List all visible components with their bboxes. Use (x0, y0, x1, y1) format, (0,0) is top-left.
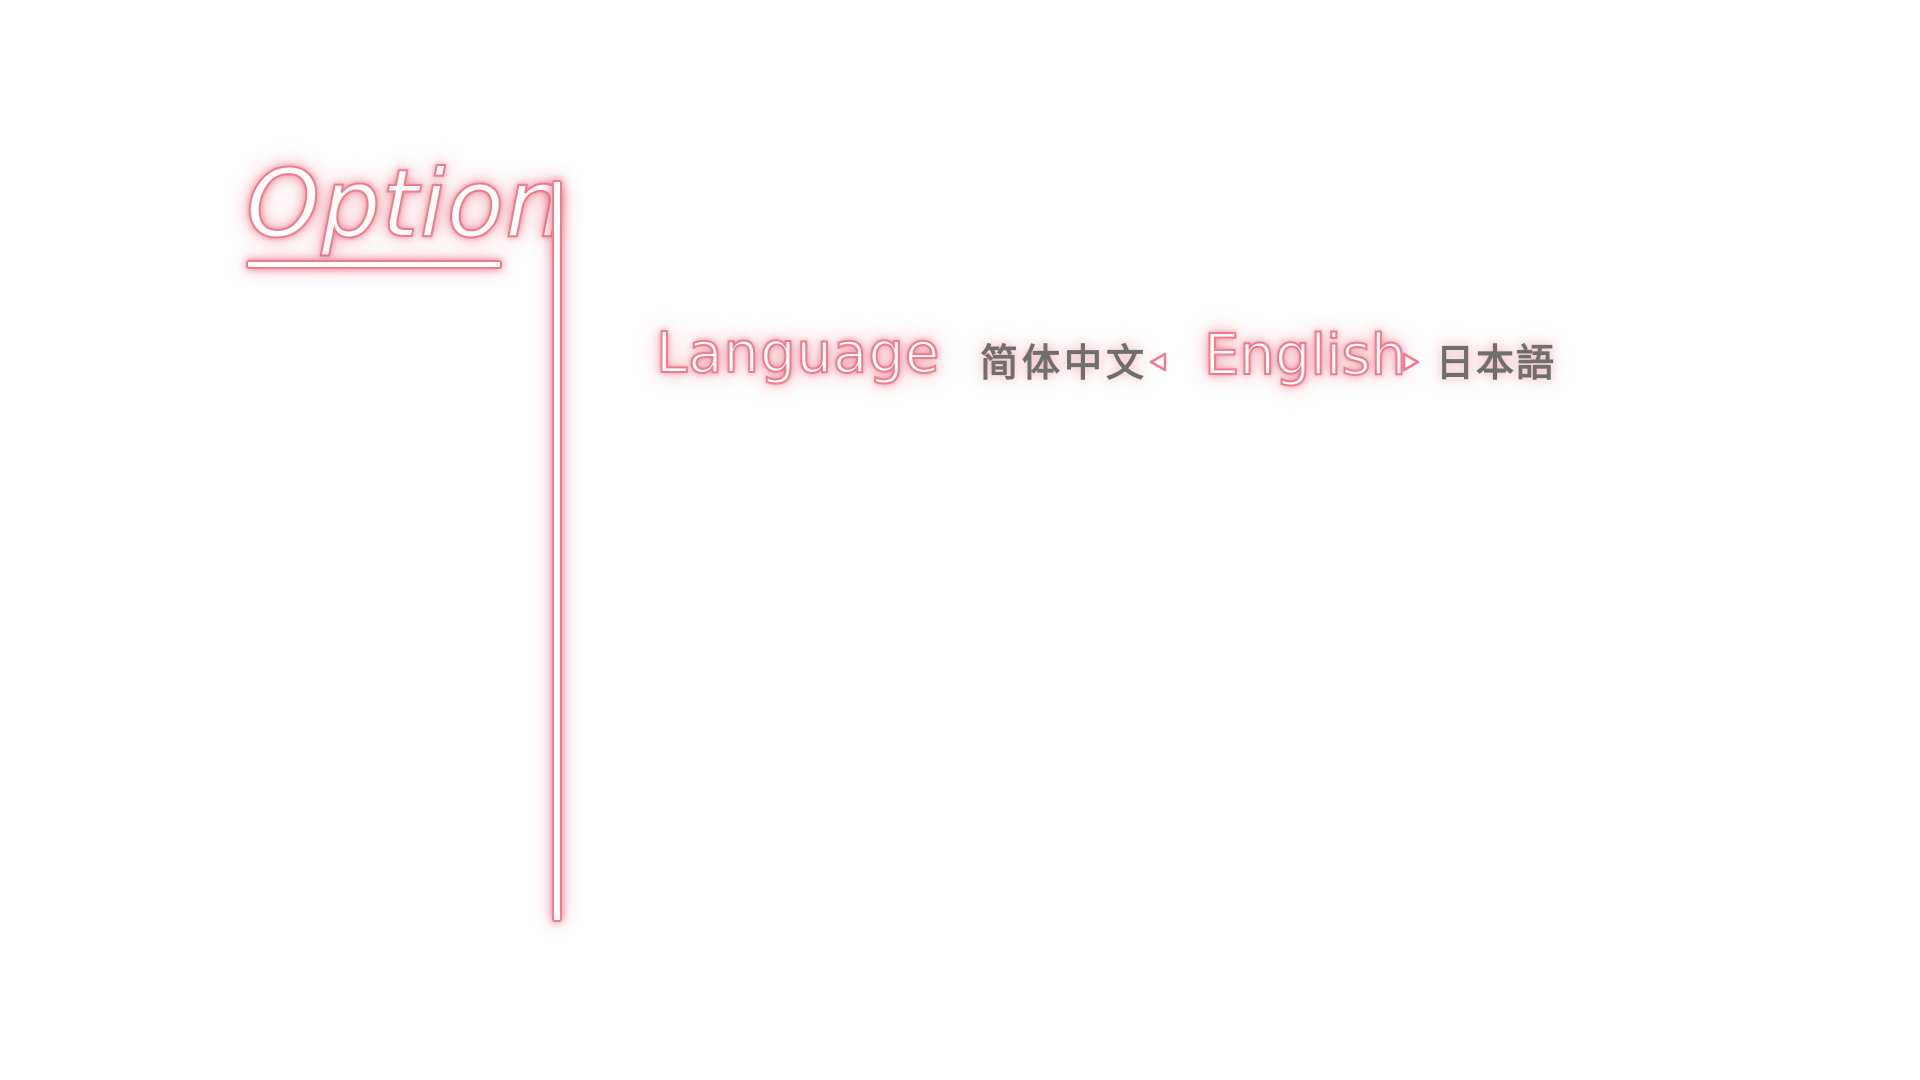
title-underline (246, 260, 502, 269)
page-title: Option (245, 150, 566, 259)
triangle-right-icon[interactable] (1399, 350, 1423, 374)
language-current-value[interactable]: English (1203, 323, 1407, 388)
triangle-left-icon[interactable] (1146, 350, 1170, 374)
vertical-divider (552, 180, 562, 922)
language-label: Language (655, 321, 941, 386)
language-option-next[interactable]: 日本語 (1436, 341, 1557, 385)
language-option-previous[interactable]: 简体中文 (980, 341, 1149, 385)
